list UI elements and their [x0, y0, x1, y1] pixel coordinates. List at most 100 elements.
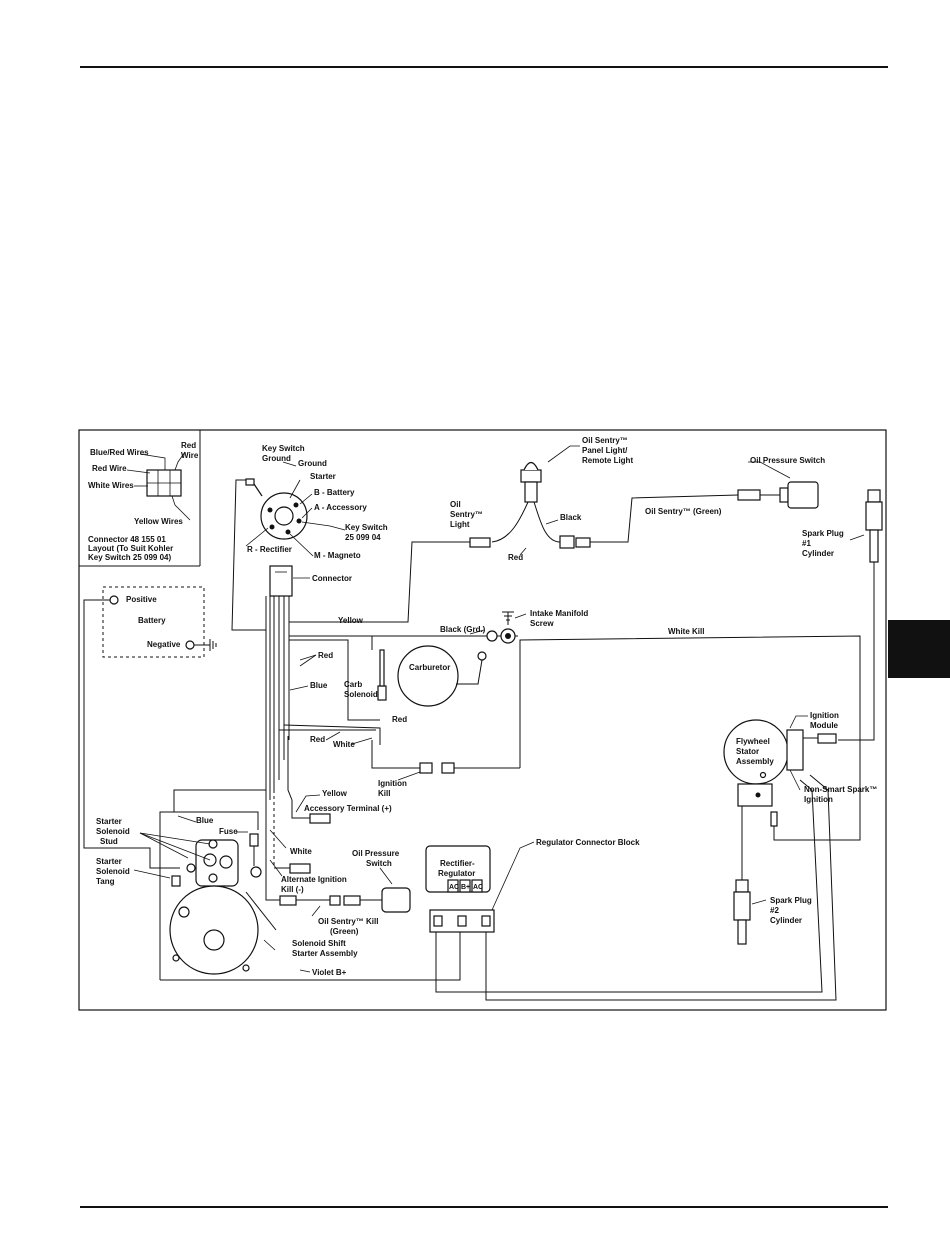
label-bplus: B+ — [461, 884, 470, 891]
label-yellow-wires: Yellow Wires — [134, 517, 183, 526]
label-carb-solenoid-2: Solenoid — [344, 690, 378, 699]
label-yellow-top: Yellow — [338, 616, 364, 625]
accessory-terminal: Accessory Terminal (+) — [291, 800, 392, 824]
label-fuse: Fuse — [219, 827, 238, 836]
ignition-kill: Ignition Kill White Kill — [378, 627, 861, 798]
label-ignition-module-1: Ignition — [810, 711, 839, 720]
label-tang-1: Starter — [96, 857, 122, 866]
label-stud-1: Starter — [96, 817, 122, 826]
label-battery: Battery — [138, 616, 166, 625]
label-ops-bottom-2: Switch — [366, 859, 392, 868]
label-oil-sentry-panel-1: Oil Sentry™ — [582, 436, 628, 445]
label-red-wire-top: Wire — [181, 451, 199, 460]
footer-rule — [80, 1206, 888, 1208]
label-carb-solenoid-1: Carb — [344, 680, 362, 689]
section-tab — [888, 620, 950, 678]
key-switch-ground-title-2: Ground — [262, 454, 291, 463]
label-spark-plug-2-line3: Cylinder — [770, 916, 802, 925]
label-solenoid-shift-2: Starter Assembly — [292, 949, 358, 958]
label-alt-ignition-2: Kill (-) — [281, 885, 304, 894]
label-a-accessory: A - Accessory — [314, 503, 367, 512]
label-white-2: White — [290, 847, 312, 856]
label-ignition-kill-1: Ignition — [378, 779, 407, 788]
label-oil-sentry-light-2: Sentry™ — [450, 510, 483, 519]
label-starter: Starter — [310, 472, 336, 481]
label-white-kill: White Kill — [668, 627, 704, 636]
label-black-grd: Black (Grd.) — [440, 625, 486, 634]
label-accessory-terminal: Accessory Terminal (+) — [304, 804, 392, 813]
label-spark-plug-1-line2: #1 — [802, 539, 811, 548]
label-key-switch-2: 25 099 04 — [345, 533, 381, 542]
label-red-1: Red — [318, 651, 333, 660]
inset-caption-3: Key Switch 25 099 04) — [88, 553, 171, 562]
label-spark-plug-1-line3: Cylinder — [802, 549, 834, 558]
label-intake-manifold-1: Intake Manifold — [530, 609, 588, 618]
connector-layout-inset: Blue/Red Wires Red Wire Red Wire White W… — [79, 430, 201, 567]
label-connector: Connector — [312, 574, 352, 583]
label-spark-plug-2-line1: Spark Plug — [770, 896, 812, 905]
label-blue-1: Blue — [310, 681, 328, 690]
carburetor-area: Intake Manifold Screw Black (Grd.) Carbu… — [344, 609, 588, 707]
label-rect-reg-2: Regulator — [438, 869, 475, 878]
label-carburetor: Carburetor — [409, 663, 450, 672]
label-oil-sentry-kill-1: Oil Sentry™ Kill — [318, 917, 378, 926]
label-alt-ignition-1: Alternate Ignition — [281, 875, 347, 884]
label-oil-sentry-panel-3: Remote Light — [582, 456, 633, 465]
label-oil-sentry-kill-2: (Green) — [330, 927, 359, 936]
label-ground: Ground — [298, 459, 327, 468]
oil-sentry-panel-light: Oil Sentry™ Panel Light/ Remote Light Bl… — [450, 436, 739, 562]
label-stud-2: Solenoid — [96, 827, 130, 836]
inset-caption-2: Layout (To Suit Kohler — [88, 544, 173, 553]
label-oil-sentry-green: Oil Sentry™ (Green) — [645, 507, 722, 516]
label-oil-pressure-switch-top: Oil Pressure Switch — [750, 456, 825, 465]
label-black: Black — [560, 513, 582, 522]
label-ignition-module-2: Module — [810, 721, 839, 730]
label-red-top: Red — [181, 441, 196, 450]
header-rule — [80, 66, 888, 68]
label-red-sentry: Red — [508, 553, 523, 562]
label-stud-3: Stud — [100, 837, 118, 846]
label-oil-sentry-light-3: Light — [450, 520, 470, 529]
key-switch-ground-title-1: Key Switch — [262, 444, 305, 453]
label-non-smart-2: Ignition — [804, 795, 833, 804]
label-b-battery: B - Battery — [314, 488, 355, 497]
label-flywheel-1: Flywheel — [736, 737, 770, 746]
label-negative: Negative — [147, 640, 181, 649]
label-yellow-2: Yellow — [322, 789, 348, 798]
label-spark-plug-2-line2: #2 — [770, 906, 779, 915]
label-oil-sentry-light-1: Oil — [450, 500, 461, 509]
label-positive: Positive — [126, 595, 157, 604]
label-non-smart-1: Non-Smart Spark™ — [804, 785, 877, 794]
label-ignition-kill-2: Kill — [378, 789, 390, 798]
battery: Positive Battery Negative — [83, 586, 217, 869]
label-red-wire: Red Wire — [92, 464, 127, 473]
label-m-magneto: M - Magneto — [314, 551, 361, 560]
label-tang-2: Solenoid — [96, 867, 130, 876]
inset-caption-1: Connector 48 155 01 — [88, 535, 166, 544]
label-ac-2: AC — [473, 884, 483, 891]
main-harness: Connector Yellow Red Blue Red Red White … — [231, 479, 518, 813]
rectifier-regulator-area: Oil Pressure Switch Oil Sentry™ Kill (Gr… — [296, 838, 640, 936]
label-white-1: White — [333, 740, 355, 749]
label-r-rectifier: R - Rectifier — [247, 545, 292, 554]
starter-assembly: Blue Fuse Solenoid Shift Starter Assembl… — [96, 789, 461, 981]
label-intake-manifold-2: Screw — [530, 619, 554, 628]
label-blue-red-wires: Blue/Red Wires — [90, 448, 149, 457]
spark-plug-2: Spark Plug #2 Cylinder — [733, 806, 812, 945]
oil-pressure-switch-top: Oil Pressure Switch — [737, 456, 825, 509]
label-ac-1: AC — [449, 884, 459, 891]
label-tang-3: Tang — [96, 877, 115, 886]
label-regulator-connector-block: Regulator Connector Block — [536, 838, 640, 847]
label-flywheel-2: Stator — [736, 747, 759, 756]
label-spark-plug-1-line1: Spark Plug — [802, 529, 844, 538]
label-rect-reg-1: Rectifier- — [440, 859, 475, 868]
label-key-switch-1: Key Switch — [345, 523, 388, 532]
label-white-wires: White Wires — [88, 481, 134, 490]
spark-plug-1: Spark Plug #1 Cylinder — [802, 489, 883, 741]
label-oil-sentry-panel-2: Panel Light/ — [582, 446, 628, 455]
diagram-frame — [78, 429, 887, 1011]
label-blue-2: Blue — [196, 816, 214, 825]
label-violet: Violet B+ — [312, 968, 347, 977]
label-red-3: Red — [310, 735, 325, 744]
